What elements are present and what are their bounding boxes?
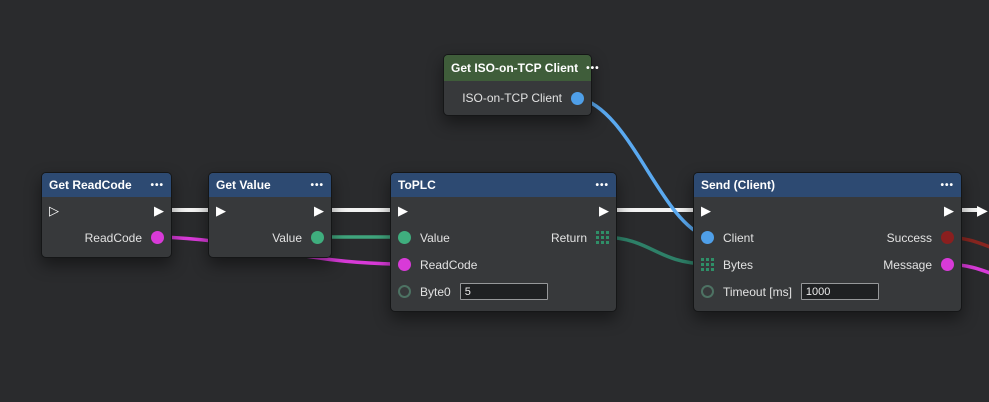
node-row: Value Return (391, 224, 616, 251)
node-get-value[interactable]: Get Value ••• ▶ ▶ Value (208, 172, 332, 258)
node-header-send-client[interactable]: Send (Client) ••• (694, 173, 961, 197)
node-header-get-readcode[interactable]: Get ReadCode ••• (42, 173, 171, 197)
node-row: ISO-on-TCP Client (444, 81, 591, 115)
matrix-port-return-output-icon[interactable] (596, 231, 609, 244)
port-iso-client-output[interactable] (571, 91, 584, 105)
input-label-client: Client (723, 230, 754, 245)
port-send-message-output[interactable] (941, 258, 954, 271)
output-label-value: Value (272, 230, 302, 245)
node-send-client[interactable]: Send (Client) ••• ▶ ▶ Client Success (693, 172, 962, 312)
exec-output-port[interactable]: ▶ (314, 203, 324, 218)
exec-input-port[interactable]: ▶ (216, 203, 226, 218)
wire-return-to-bytes[interactable] (601, 235, 709, 266)
node-row: ▶ ▶ (391, 197, 616, 224)
exec-input-port-offscreen-node[interactable]: ▶ (977, 202, 988, 218)
input-group-bytes: Bytes (701, 258, 753, 272)
node-header-get-value[interactable]: Get Value ••• (209, 173, 331, 197)
input-group-timeout: Timeout [ms] (701, 283, 879, 300)
node-row: ReadCode (391, 251, 616, 278)
output-group-success: Success (887, 231, 954, 245)
input-label-timeout: Timeout [ms] (723, 284, 792, 299)
port-send-client-input[interactable] (701, 231, 714, 244)
output-group-message: Message (883, 258, 954, 272)
node-row: Bytes Message (694, 251, 961, 278)
node-row: Byte0 (391, 278, 616, 305)
node-menu-icon[interactable]: ••• (940, 179, 954, 191)
node-header-toplc[interactable]: ToPLC ••• (391, 173, 616, 197)
node-title: Get Value (216, 178, 271, 192)
node-row: Timeout [ms] (694, 278, 961, 305)
node-menu-icon[interactable]: ••• (595, 179, 609, 191)
input-label-value: Value (420, 230, 450, 245)
byte0-input[interactable] (459, 283, 548, 300)
port-send-success-output[interactable] (941, 231, 954, 244)
input-label-byte0: Byte0 (420, 284, 451, 299)
exec-output-port[interactable]: ▶ (944, 203, 954, 218)
node-row: Client Success (694, 224, 961, 251)
node-title: Send (Client) (701, 178, 775, 192)
exec-output-port[interactable]: ▶ (599, 203, 609, 218)
input-group-readcode: ReadCode (398, 258, 477, 272)
node-menu-icon[interactable]: ••• (310, 179, 324, 191)
matrix-port-bytes-input-icon[interactable] (701, 258, 714, 271)
exec-input-port[interactable]: ▷ (49, 203, 59, 218)
input-group-client: Client (701, 231, 754, 245)
node-row: ▶ ▶ (694, 197, 961, 224)
port-value-output[interactable] (311, 231, 324, 244)
input-group-value: Value (398, 231, 450, 245)
port-readcode-output[interactable] (151, 231, 164, 244)
node-title: ToPLC (398, 178, 436, 192)
exec-output-port[interactable]: ▶ (154, 203, 164, 218)
node-toplc[interactable]: ToPLC ••• ▶ ▶ Value Return (390, 172, 617, 312)
node-get-readcode[interactable]: Get ReadCode ••• ▷ ▶ ReadCode (41, 172, 172, 258)
node-row: ReadCode (42, 224, 171, 251)
output-group-return: Return (551, 231, 609, 245)
node-row: Value (209, 224, 331, 251)
port-send-timeout-input[interactable] (701, 285, 714, 298)
node-title: Get ISO-on-TCP Client (451, 61, 579, 75)
node-title: Get ReadCode (49, 178, 132, 192)
output-label-success: Success (886, 230, 932, 245)
node-row: ▷ ▶ (42, 197, 171, 224)
wire-isoclient-to-send-client[interactable] (576, 96, 709, 239)
exec-input-port[interactable]: ▶ (701, 203, 711, 218)
output-label-readcode: ReadCode (84, 230, 142, 245)
input-label-bytes: Bytes (723, 257, 754, 272)
output-label-message: Message (883, 257, 932, 272)
node-row: ▶ ▶ (209, 197, 331, 224)
port-toplc-readcode-input[interactable] (398, 258, 411, 271)
port-toplc-value-input[interactable] (398, 231, 411, 244)
exec-input-port[interactable]: ▶ (398, 203, 408, 218)
timeout-input[interactable] (800, 283, 879, 300)
output-label-return: Return (550, 230, 587, 245)
node-header-iso-client[interactable]: Get ISO-on-TCP Client ••• (444, 55, 599, 81)
node-menu-icon[interactable]: ••• (586, 62, 600, 74)
output-label-iso-client: ISO-on-TCP Client (462, 91, 562, 105)
node-menu-icon[interactable]: ••• (150, 179, 164, 191)
input-group-byte0: Byte0 (398, 283, 548, 300)
port-toplc-byte0-input[interactable] (398, 285, 411, 298)
node-get-iso-on-tcp-client[interactable]: Get ISO-on-TCP Client ••• ISO-on-TCP Cli… (443, 54, 599, 116)
input-label-readcode: ReadCode (420, 257, 478, 272)
